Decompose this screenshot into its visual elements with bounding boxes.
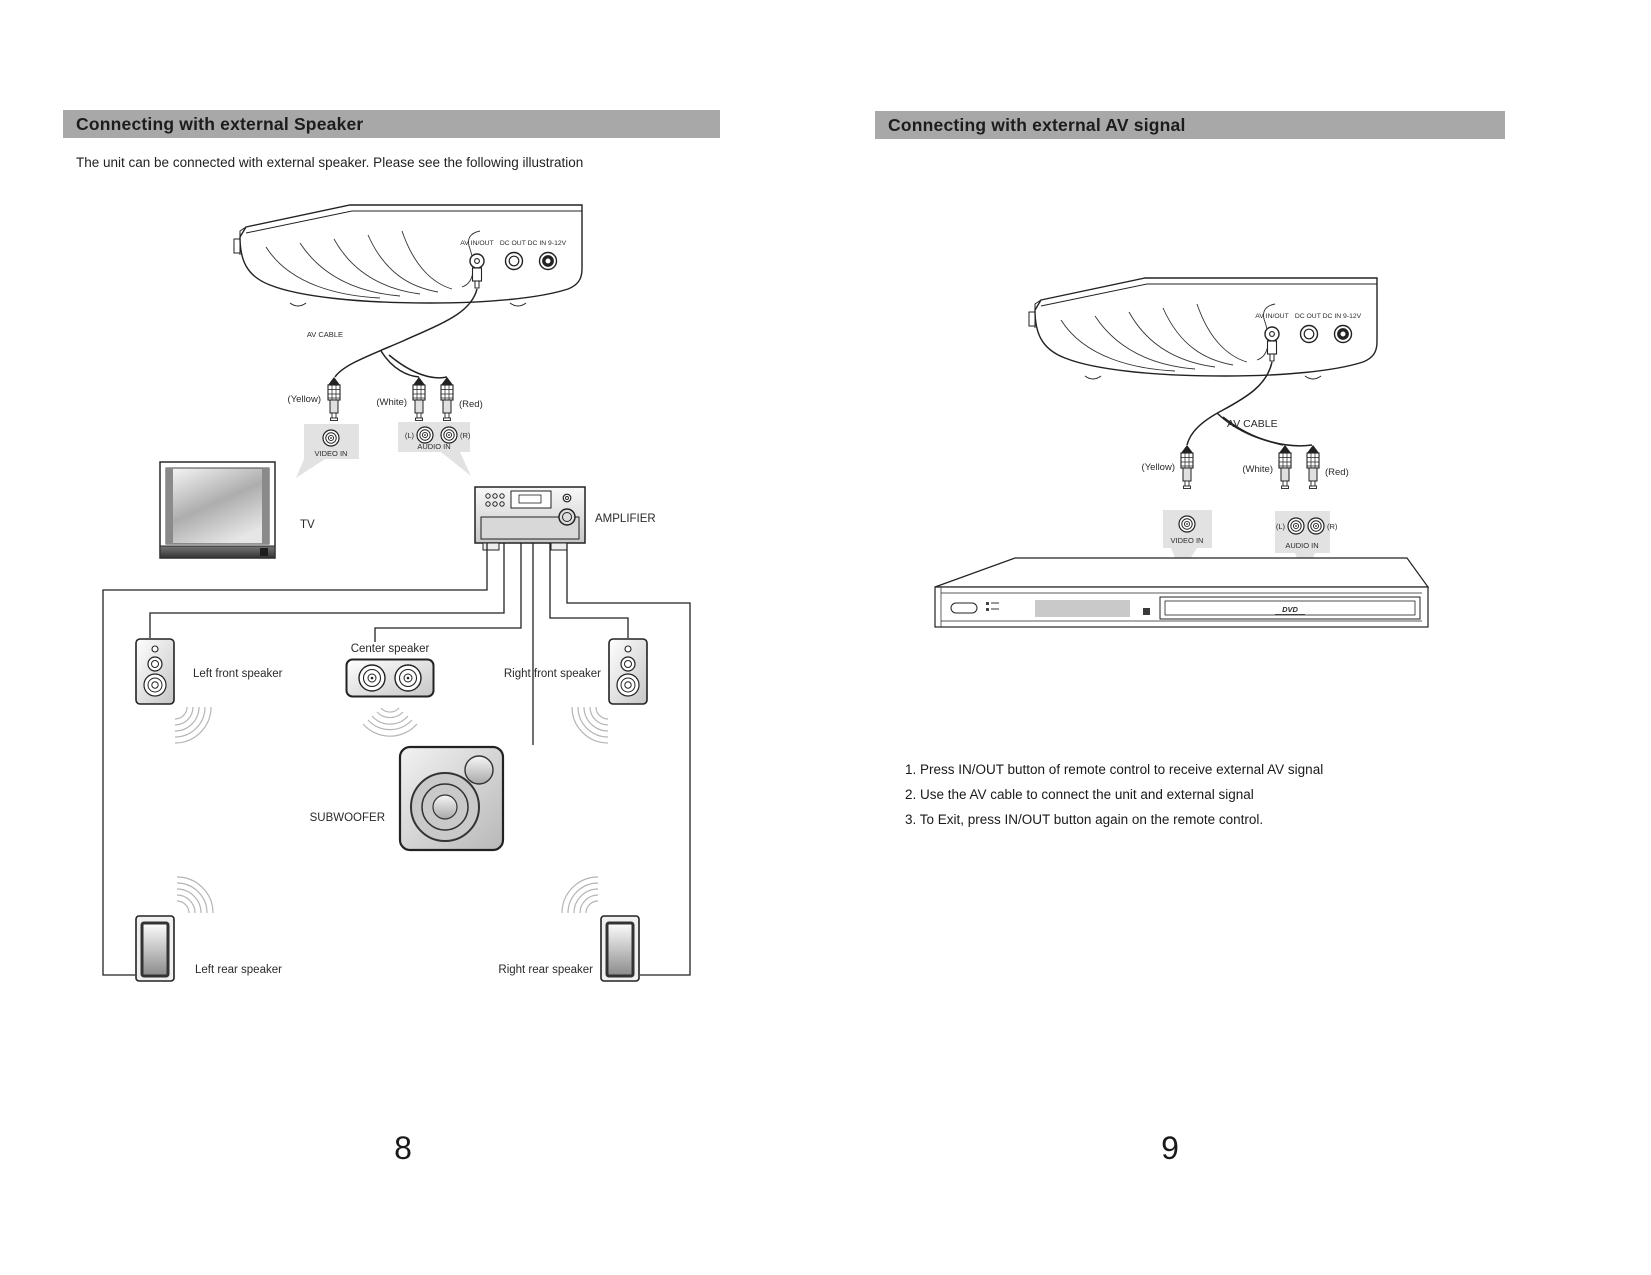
portable-dvd-player xyxy=(234,205,582,306)
white-plug-label: (White) xyxy=(1242,464,1273,475)
right-front-speaker xyxy=(609,639,647,704)
av-signal-connection-diagram: AV CABLE (Yellow) (White) (Red) VIDEO IN… xyxy=(934,255,1430,628)
white-plug xyxy=(413,377,425,421)
tv-illustration xyxy=(159,461,276,559)
yellow-plug-label: (Yellow) xyxy=(288,394,321,405)
left-rear-speaker xyxy=(136,916,174,981)
video-in-jack-icon xyxy=(323,430,339,446)
right-front-speaker-label: Right front speaker xyxy=(504,668,601,680)
yellow-plug xyxy=(1181,445,1193,489)
power-button xyxy=(950,602,978,614)
audio-left-label: (L) xyxy=(1276,522,1286,531)
audio-in-left-jack-icon xyxy=(1288,518,1304,534)
av-cable xyxy=(334,288,478,379)
left-front-speaker-label: Left front speaker xyxy=(193,668,283,680)
right-page-title: Connecting with external AV signal xyxy=(888,114,1186,135)
audio-right-label: (R) xyxy=(1327,522,1338,531)
subwoofer xyxy=(400,747,503,850)
right-page-number: 9 xyxy=(1161,1130,1179,1166)
speaker-wires xyxy=(102,543,691,976)
video-in-label: VIDEO IN xyxy=(315,449,348,458)
amplifier-illustration xyxy=(474,486,586,551)
audio-in-left-jack-icon xyxy=(417,427,433,443)
left-front-speaker xyxy=(136,639,174,704)
video-in-jack-icon xyxy=(1179,516,1195,532)
audio-in-right-jack-icon xyxy=(1308,518,1324,534)
instruction-step-1: 1. Press IN/OUT button of remote control… xyxy=(905,762,1324,777)
red-plug-label: (Red) xyxy=(1325,467,1349,478)
dvd-logo: DVD xyxy=(1282,605,1298,614)
red-plug-label: (Red) xyxy=(459,399,483,410)
white-plug-label: (White) xyxy=(376,397,407,408)
white-plug xyxy=(1279,445,1291,489)
audio-in-right-jack-icon xyxy=(441,427,457,443)
audio-in-label: AUDIO IN xyxy=(1285,541,1318,550)
yellow-plug-label: (Yellow) xyxy=(1142,462,1175,473)
audio-left-label: (L) xyxy=(405,431,415,440)
audio-in-label: AUDIO IN xyxy=(417,442,450,451)
red-plug xyxy=(1307,445,1319,489)
right-rear-speaker-label: Right rear speaker xyxy=(498,964,593,976)
video-in-label: VIDEO IN xyxy=(1171,536,1204,545)
right-page-header-bar: Connecting with external AV signal xyxy=(875,111,1505,139)
center-speaker-label: Center speaker xyxy=(351,643,430,655)
audio-in-callout: (L) (R) AUDIO IN xyxy=(398,422,471,476)
av-cable xyxy=(1186,361,1313,447)
sound-waves xyxy=(174,706,609,914)
display-panel xyxy=(1035,600,1130,617)
av-cable-label: AV CABLE xyxy=(307,330,343,339)
center-speaker xyxy=(347,660,434,697)
left-page-number: 8 xyxy=(394,1130,412,1166)
audio-in-callout: (L) (R) AUDIO IN xyxy=(1275,511,1338,577)
subwoofer-label: SUBWOOFER xyxy=(310,812,385,824)
instruction-step-3: 3. To Exit, press IN/OUT button again on… xyxy=(905,812,1264,827)
speaker-connection-diagram: AV CABLE (Yellow) (White) (Red) VIDEO IN… xyxy=(102,185,691,1000)
red-plug xyxy=(441,377,453,421)
left-page-title: Connecting with external Speaker xyxy=(76,113,364,134)
av-cable-label: AV CABLE xyxy=(1227,418,1278,430)
left-rear-speaker-label: Left rear speaker xyxy=(195,964,282,976)
amplifier-label: AMPLIFIER xyxy=(595,513,656,525)
dvd-player-illustration: DVD xyxy=(934,557,1430,628)
left-page-intro-text: The unit can be connected with external … xyxy=(76,155,584,170)
instruction-step-2: 2. Use the AV cable to connect the unit … xyxy=(905,787,1254,802)
video-in-callout: VIDEO IN xyxy=(296,424,359,478)
audio-right-label: (R) xyxy=(460,431,471,440)
tv-label: TV xyxy=(300,519,315,531)
instructions-list: 1. Press IN/OUT button of remote control… xyxy=(905,762,1465,837)
video-in-callout: VIDEO IN xyxy=(1163,510,1212,573)
portable-dvd-player xyxy=(1029,278,1377,379)
right-rear-speaker xyxy=(601,916,639,981)
left-page-header-bar: Connecting with external Speaker xyxy=(63,110,720,138)
yellow-plug xyxy=(328,377,340,421)
